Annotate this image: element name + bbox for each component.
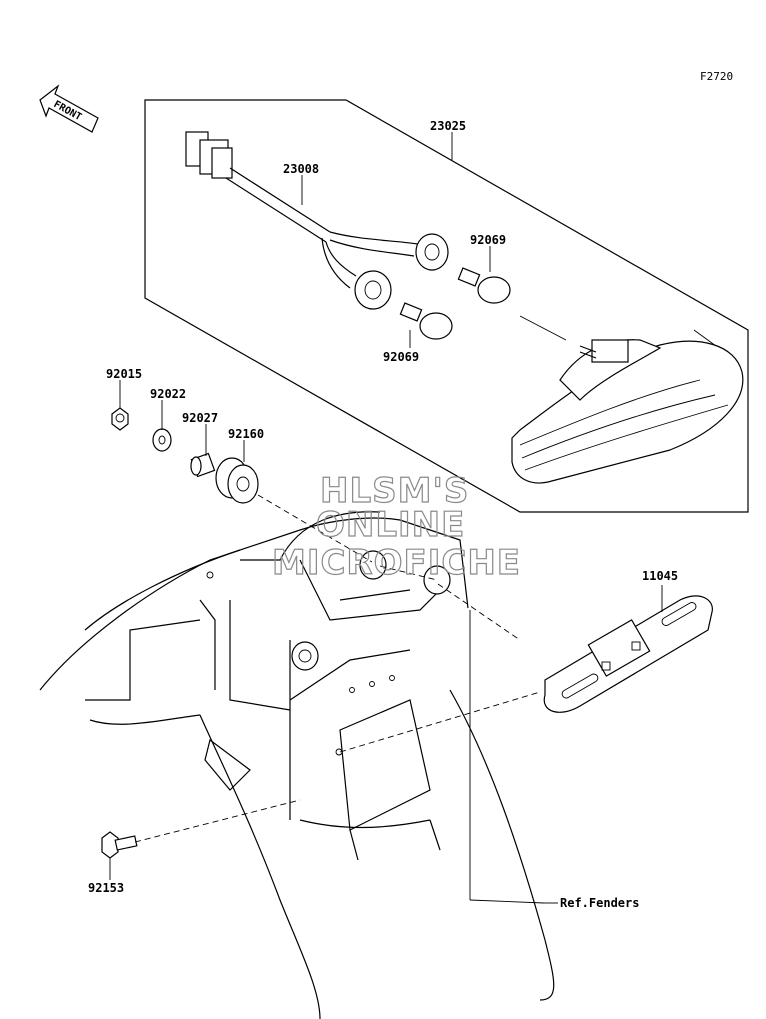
- license-bracket-11045: [543, 595, 713, 713]
- part-label-92022: 92022: [150, 387, 186, 401]
- svg-text:ONLINE: ONLINE: [316, 505, 465, 545]
- part-label-92069-upper: 92069: [470, 233, 506, 247]
- collar-92027: [190, 452, 216, 478]
- nut-92015: [111, 407, 129, 431]
- part-label-92069-lower: 92069: [383, 350, 419, 364]
- part-label-23025: 23025: [430, 119, 466, 133]
- leader-lines: [109, 132, 663, 904]
- grommet-92160: [215, 457, 259, 504]
- tail-light-assembly-box: [144, 99, 749, 513]
- reference-label-fenders: Ref.Fenders: [560, 896, 639, 910]
- part-label-92153: 92153: [88, 881, 124, 895]
- bulb-92069-lower: [399, 302, 453, 340]
- washer-92022: [152, 428, 172, 452]
- part-label-92015: 92015: [106, 367, 142, 381]
- front-arrow-icon: FRONT: [39, 84, 99, 133]
- part-label-92027: 92027: [182, 411, 218, 425]
- svg-text:MICROFICHE: MICROFICHE: [272, 543, 521, 583]
- bulb-92069-upper: [457, 267, 511, 304]
- part-label-23008: 23008: [283, 162, 319, 176]
- watermark: HLSM'S ONLINE MICROFICHE: [271, 470, 521, 583]
- part-label-11045: 11045: [642, 569, 678, 583]
- figure-code: F2720: [700, 70, 733, 83]
- tail-light-lens: [511, 315, 744, 484]
- bolt-92153: [101, 831, 138, 859]
- svg-text:HLSM'S: HLSM'S: [320, 471, 469, 511]
- rear-fender-bracket: [39, 511, 555, 1019]
- part-label-92160: 92160: [228, 427, 264, 441]
- wiring-harness-23008: [185, 131, 449, 310]
